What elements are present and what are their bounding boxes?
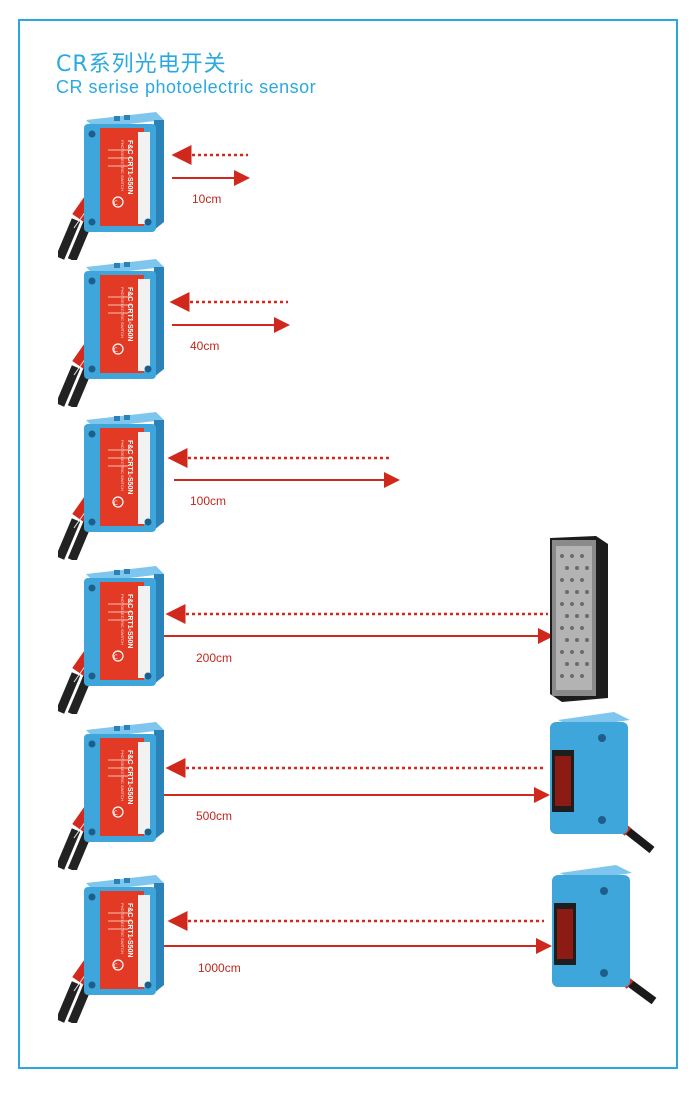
- distance-label: 10cm: [192, 192, 222, 206]
- beam-arrows: [171, 145, 250, 186]
- page-title-en: CR serise photoelectric sensor: [56, 77, 317, 97]
- beam-arrows: [164, 758, 550, 803]
- sensor-model-label: F&C CRT1-S50N: [126, 594, 133, 648]
- beam-arrows: [169, 292, 290, 333]
- sensor-subtitle-label: PHOTOELECTRIC SWITCH: [120, 140, 125, 191]
- reflector-image: [550, 536, 608, 702]
- sensor-subtitle-label: PHOTOELECTRIC SWITCH: [120, 750, 125, 801]
- sensor-subtitle-label: PHOTOELECTRIC SWITCH: [120, 440, 125, 491]
- distance-label: 500cm: [196, 809, 233, 823]
- page-title-cn: CR系列光电开关: [56, 52, 227, 77]
- distance-label: 200cm: [196, 651, 233, 665]
- sensor-subtitle-label: PHOTOELECTRIC SWITCH: [120, 594, 125, 645]
- receiver-sensor-image: [552, 865, 657, 1005]
- beam-arrows: [164, 604, 554, 644]
- sensor-model-label: F&C CRT1-S50N: [126, 750, 133, 804]
- sensor-model-label: F&C CRT1-S50N: [126, 903, 133, 957]
- distance-label: 100cm: [190, 494, 227, 508]
- sensor-model-label: F&C CRT1-S50N: [126, 287, 133, 341]
- sensor-model-label: F&C CRT1-S50N: [126, 140, 133, 194]
- receiver-sensor-image: [550, 712, 655, 854]
- beam-arrows: [167, 448, 400, 488]
- distance-label: 40cm: [190, 339, 220, 353]
- sensor-subtitle-label: PHOTOELECTRIC SWITCH: [120, 287, 125, 338]
- sensor-model-label: F&C CRT1-S50N: [126, 440, 133, 494]
- distance-label: 1000cm: [198, 961, 241, 975]
- page-frame: [18, 19, 678, 1069]
- beam-arrows: [164, 911, 552, 954]
- sensor-subtitle-label: PHOTOELECTRIC SWITCH: [120, 903, 125, 954]
